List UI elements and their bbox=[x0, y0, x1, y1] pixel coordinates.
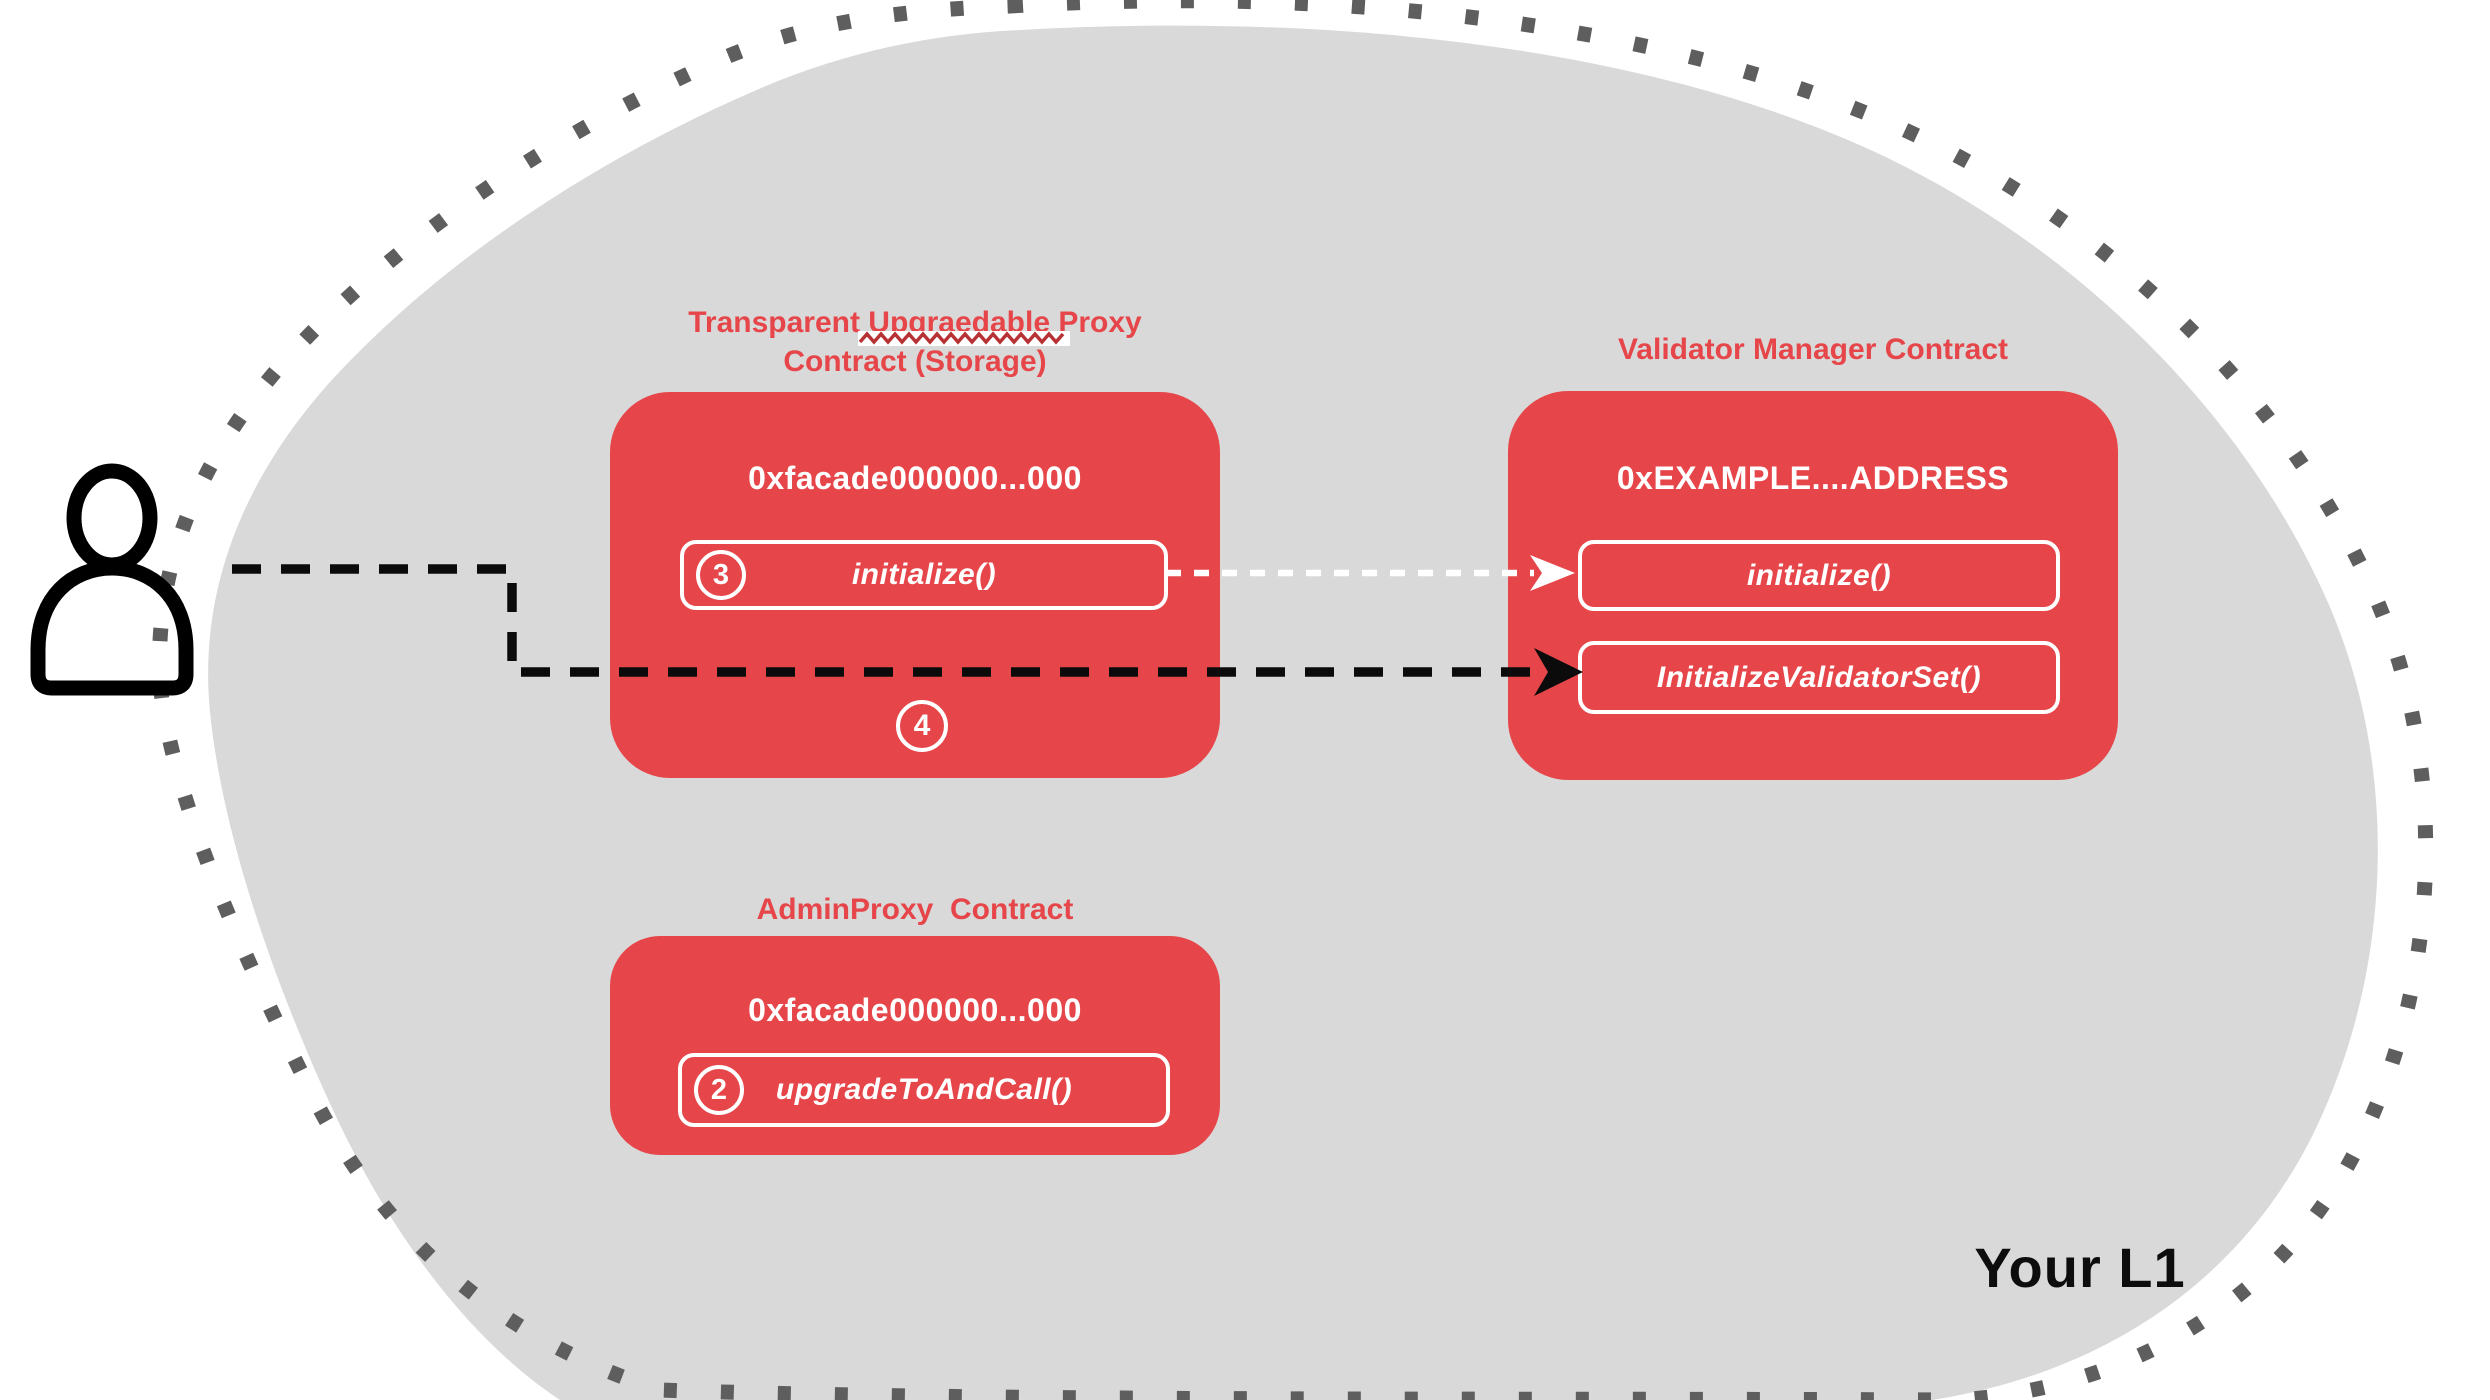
spellcheck-squiggle bbox=[858, 331, 1070, 346]
validator-initializevalidatorset-label: InitializeValidatorSet() bbox=[1656, 660, 1982, 694]
admin-upgradetoandcall-method: 2 upgradeToAndCall() bbox=[678, 1053, 1170, 1127]
admin-contract-box bbox=[610, 936, 1220, 1155]
validator-initialize-label: initialize() bbox=[1746, 558, 1892, 592]
admin-contract-title: AdminProxy Contract bbox=[756, 893, 1074, 926]
proxy-initialize-label: initialize() bbox=[851, 558, 997, 591]
proxy-initialize-method: 3 initialize() bbox=[680, 540, 1168, 610]
validator-initialize-method: initialize() bbox=[1578, 540, 2060, 611]
validator-contract-address: 0xEXAMPLE....ADDRESS bbox=[1616, 460, 2010, 496]
your-l1-label: Your L1 bbox=[1974, 1236, 2186, 1299]
step-2-badge: 2 bbox=[694, 1065, 744, 1115]
proxy-title-line2: Contract (Storage) bbox=[783, 345, 1047, 378]
validator-contract-title: Validator Manager Contract bbox=[1617, 333, 2009, 366]
proxy-contract-address: 0xfacade000000...000 bbox=[748, 460, 1082, 496]
admin-upgradetoandcall-label: upgradeToAndCall() bbox=[775, 1073, 1073, 1106]
validator-initializevalidatorset-method: InitializeValidatorSet() bbox=[1578, 641, 2060, 714]
step-3-badge: 3 bbox=[696, 550, 746, 600]
step-4-badge: 4 bbox=[896, 700, 948, 752]
admin-contract-address: 0xfacade000000...000 bbox=[748, 992, 1082, 1028]
validator-contract-box bbox=[1508, 391, 2118, 780]
